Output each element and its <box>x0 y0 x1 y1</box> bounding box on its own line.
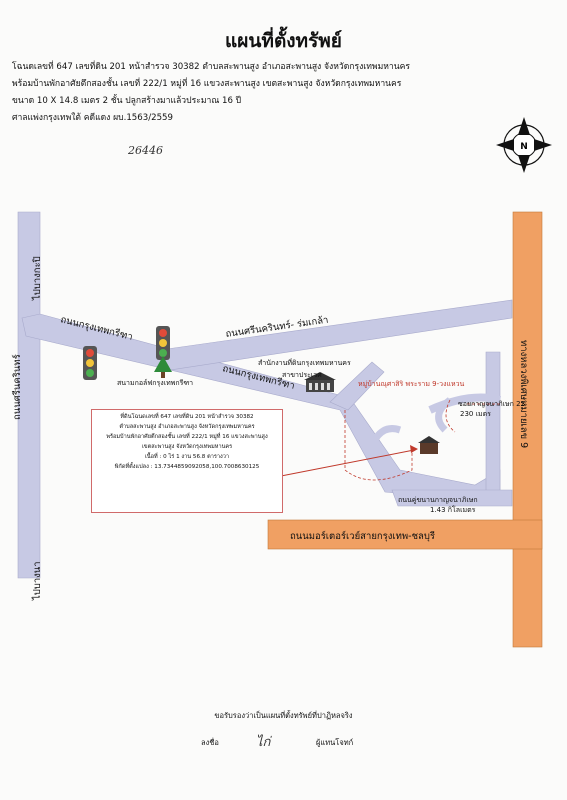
road-right-vertical <box>485 351 501 501</box>
tree-icon <box>154 356 172 378</box>
info-line-6: พิกัดที่ตั้งแปลง : 13.7344859092058,100.… <box>114 464 260 470</box>
label-dist-230: 230 เมตร <box>460 410 491 418</box>
road-branch <box>329 361 385 411</box>
label-khu-khanan: ถนนคู่ขนานกาญจนาภิเษก <box>398 496 478 504</box>
info-line-5: เนื้อที่ : 0 ไร่ 1 งาน 56.8 ตารางวา <box>144 454 230 460</box>
highway-9 <box>512 211 543 648</box>
property-marker-icon <box>418 436 440 454</box>
label-golf: สนามกอล์ฟกรุงเทพกรีฑา <box>117 379 193 387</box>
route-dashed-1 <box>344 410 413 481</box>
arrow-line <box>280 449 415 477</box>
road-srinakarin-left <box>17 211 41 579</box>
header-line-2: พร้อมบ้านพักอาศัยตึกสองชั้น เลขที่ 222/1… <box>12 79 402 89</box>
info-line-2: ตำบลสะพานสูง อำเภอสะพานสูง จังหวัดกรุงเท… <box>119 424 255 430</box>
info-line-4: เขตสะพานสูง จังหวัดกรุงเทพมหานคร <box>141 444 233 450</box>
label-motorway: ถนนมอร์เตอร์เวย์สายกรุงเทพ-ชลบุรี <box>290 530 435 542</box>
page-title: แผนที่ตั้งทรัพย์ <box>225 30 342 52</box>
label-dist-143: 1.43 กิโลเมตร <box>430 505 476 514</box>
traffic-light-icon <box>156 326 170 360</box>
certify-text: ขอรับรองว่าเป็นแผนที่ตั้งทรัพย์ที่ปาฏิหล… <box>214 711 353 720</box>
road-loop-3 <box>373 425 402 441</box>
header-line-1: โฉนดเลขที่ 647 เลขที่ดิน 201 หน้าสำรวจ 3… <box>12 62 410 72</box>
road-loop-2 <box>435 397 453 433</box>
label-village: หมู่บ้านณุศาสิริ พระราม 9-วงแหวน <box>358 380 465 388</box>
header-line-4: ศาลแพ่งกรุงเทพใต้ คดีแดง ผบ.1563/2559 <box>12 113 173 123</box>
building-icon <box>304 372 336 392</box>
motorway <box>267 519 543 550</box>
label-to-bang-kapi: ไปบางกะปิ <box>31 256 43 301</box>
label-to-bang-na: ไปบางนา <box>31 561 43 601</box>
label-land-office-1: สำนักงานที่ดินกรุงเทพมหานคร <box>258 358 351 367</box>
info-line-3: พร้อมบ้านพักอาศัยตึกสองชั้น เลขที่ 222/1… <box>106 434 268 440</box>
road-loop <box>428 393 502 414</box>
handwritten-number: 26446 <box>128 144 163 157</box>
compass-icon: N <box>496 117 552 173</box>
sign-label: ลงชื่อ <box>201 738 219 747</box>
property-info-box: ที่ดินโฉนดเลขที่ 647 เลขที่ดิน 201 หน้าส… <box>91 409 283 513</box>
route-dashed-2 <box>445 399 456 433</box>
info-line-1: ที่ดินโฉนดเลขที่ 647 เลขที่ดิน 201 หน้าส… <box>120 414 254 420</box>
road-khu-khanan <box>391 489 513 507</box>
arrow-head-icon <box>410 445 418 453</box>
header-line-3: ขนาด 10 X 14.8 เมตร 2 ชั้น ปลูกสร้างมาแล… <box>12 96 242 106</box>
role-label: ผู้แทนโจทก์ <box>316 738 354 747</box>
traffic-light-icon <box>83 346 97 380</box>
label-srinakarin-left: ถนนศรีนครินทร์ <box>11 354 23 420</box>
label-land-office-2: สาขาประเวศ <box>282 371 322 379</box>
signature: ไก่ <box>256 735 271 750</box>
label-highway-9: ทางหลวงพิเศษหมายเลข 9 <box>518 340 529 448</box>
compass-label: N <box>520 142 528 152</box>
label-soi: ซอยกาญจนาภิเษก 22 <box>458 400 525 408</box>
